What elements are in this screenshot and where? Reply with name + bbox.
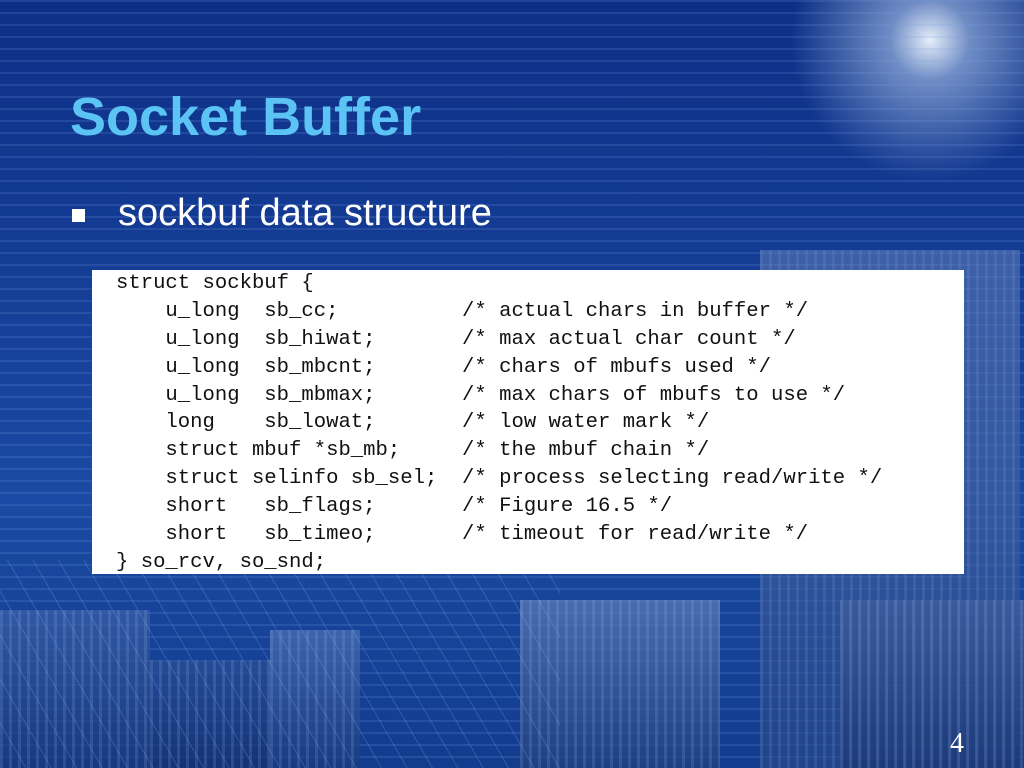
background-building xyxy=(520,600,720,768)
code-line: long sb_lowat; /* low water mark */ xyxy=(116,411,710,435)
code-line: } so_rcv, so_snd; xyxy=(116,550,327,574)
background-building xyxy=(840,600,1024,768)
code-block: struct sockbuf { u_long sb_cc; /* actual… xyxy=(116,270,882,577)
background-building xyxy=(150,660,270,768)
code-line: u_long sb_cc; /* actual chars in buffer … xyxy=(116,299,809,323)
background-diagonal-lines xyxy=(0,560,560,768)
background-building xyxy=(0,610,150,768)
slide-title: Socket Buffer xyxy=(70,87,422,147)
code-line: struct selinfo sb_sel; /* process select… xyxy=(116,467,883,491)
code-line: u_long sb_hiwat; /* max actual char coun… xyxy=(116,327,796,351)
code-line: short sb_timeo; /* timeout for read/writ… xyxy=(116,523,809,547)
square-bullet-icon xyxy=(72,209,85,222)
code-line: u_long sb_mbcnt; /* chars of mbufs used … xyxy=(116,355,771,379)
page-number: 4 xyxy=(950,728,964,759)
bullet-text: sockbuf data structure xyxy=(118,192,492,234)
code-figure: struct sockbuf { u_long sb_cc; /* actual… xyxy=(92,270,964,574)
code-line: short sb_flags; /* Figure 16.5 */ xyxy=(116,495,673,519)
code-line: u_long sb_mbmax; /* max chars of mbufs t… xyxy=(116,383,846,407)
bullet-item: sockbuf data structure xyxy=(72,192,492,235)
background-building xyxy=(270,630,360,768)
code-line: struct sockbuf { xyxy=(116,272,314,295)
code-line: struct mbuf *sb_mb; /* the mbuf chain */ xyxy=(116,439,710,463)
